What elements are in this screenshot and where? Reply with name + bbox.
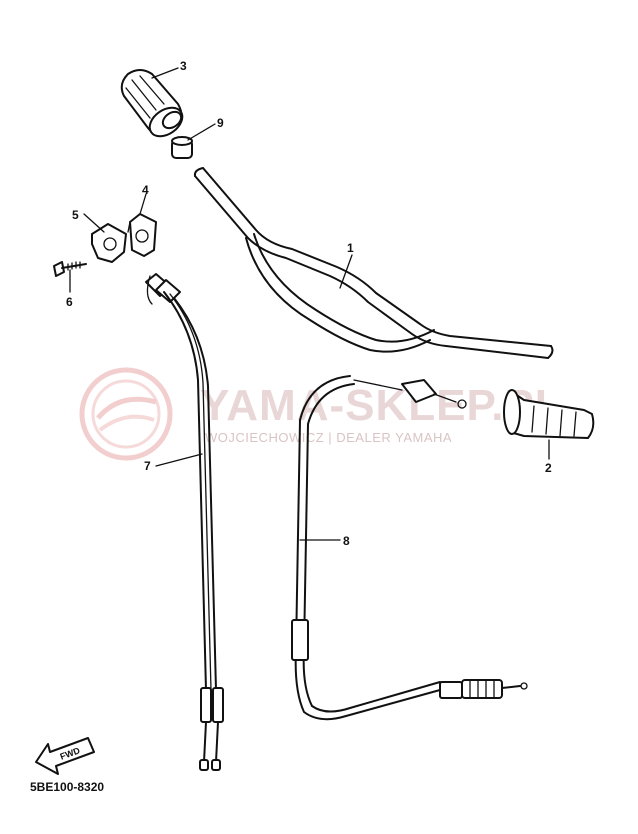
callout-8: 8 [343, 534, 350, 548]
callout-9: 9 [217, 116, 224, 130]
callout-labels: 1 2 3 4 5 6 7 8 9 [66, 59, 552, 548]
throttle-grip [120, 69, 184, 138]
callout-leaders [69, 67, 550, 541]
throttle-cables [145, 273, 224, 771]
watermark: YAMA-SKLEP.PL WOJCIECHOWICZ | DEALER YAM… [79, 367, 563, 461]
callout-5: 5 [72, 208, 79, 222]
handlebar-clamp [91, 213, 157, 263]
callout-4: 4 [142, 183, 149, 197]
handlebar [193, 167, 554, 359]
callout-2: 2 [545, 461, 552, 475]
part-code: 5BE100-8320 [30, 780, 105, 794]
callout-1: 1 [347, 241, 354, 255]
clamp-bolt [53, 261, 87, 277]
fwd-arrow-icon: FWD [35, 737, 95, 775]
watermark-title: YAMA-SKLEP.PL [200, 381, 563, 430]
watermark-subtitle: WOJCIECHOWICZ | DEALER YAMAHA [205, 430, 452, 445]
clutch-cable [291, 375, 528, 721]
left-grip [503, 389, 595, 439]
callout-7: 7 [144, 459, 151, 473]
callout-6: 6 [66, 295, 73, 309]
watermark-logo-icon [79, 367, 173, 461]
throttle-collar [171, 136, 193, 159]
callout-3: 3 [180, 59, 187, 73]
